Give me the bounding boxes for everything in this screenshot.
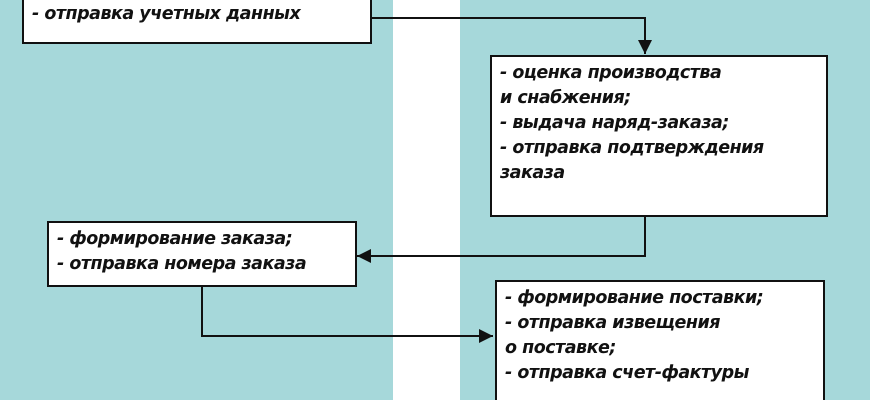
- evaluation-box: - оценка производства и снабжения; - выд…: [490, 55, 828, 217]
- delivery-line-1: - формирование поставки;: [505, 288, 764, 308]
- left-swimlane: [0, 0, 393, 400]
- order-line-1: - формирование заказа;: [57, 229, 293, 249]
- delivery-line-2: - отправка извещения: [505, 313, 720, 333]
- arrow-evaluation-to-order: [357, 215, 646, 263]
- delivery-line-3: о поставке;: [505, 338, 616, 358]
- delivery-box: - формирование поставки; - отправка изве…: [495, 280, 825, 400]
- arrow-credentials-to-evaluation: [372, 17, 652, 54]
- order-line-2: - отправка номера заказа: [57, 254, 307, 274]
- delivery-line-4: - отправка счет-фактуры: [505, 363, 749, 383]
- evaluation-line-4: - отправка подтверждения: [500, 138, 764, 158]
- evaluation-line-5: заказа: [500, 163, 565, 183]
- order-box: - формирование заказа; - отправка номера…: [47, 221, 357, 287]
- evaluation-line-1: - оценка производства: [500, 63, 722, 83]
- evaluation-line-2: и снабжения;: [500, 88, 631, 108]
- credentials-box: - отправка учетных данных: [22, 0, 372, 44]
- arrow-order-to-delivery: [201, 286, 493, 343]
- credentials-line-1: - отправка учетных данных: [32, 4, 301, 24]
- evaluation-line-3: - выдача наряд-заказа;: [500, 113, 729, 133]
